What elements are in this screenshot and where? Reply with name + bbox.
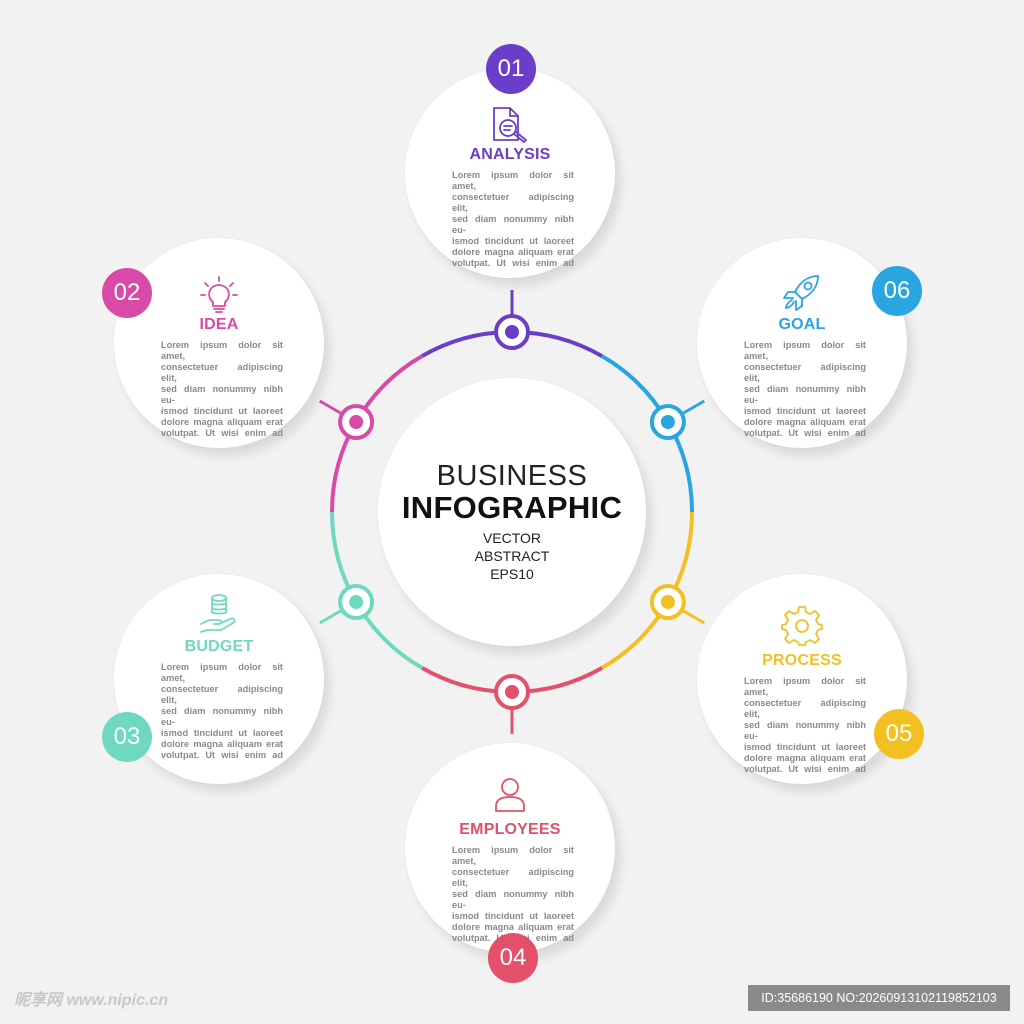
watermark-left: 昵享网 www.nipic.cn: [14, 992, 169, 1009]
ring-node-dot-02: [349, 415, 364, 429]
center-title-block: BUSINESS INFOGRAPHIC VECTOR ABSTRACT EPS…: [378, 378, 646, 646]
step-card-analysis: ANALYSIS Lorem ipsum dolor sit amet, cons…: [405, 68, 615, 278]
ring-node-dot-05: [660, 595, 675, 609]
step-number-badge-06: 06: [872, 266, 922, 316]
step-title: EMPLOYEES: [459, 821, 561, 838]
center-title-line1: BUSINESS: [436, 460, 588, 492]
step-number-badge-03: 03: [102, 712, 152, 762]
ring-node-dot-01: [505, 325, 519, 339]
coins-hand-icon: [197, 592, 241, 636]
step-card-budget: BUDGET Lorem ipsum dolor sit amet, consec…: [114, 574, 324, 784]
gear-icon: [780, 604, 824, 648]
step-number-badge-01: 01: [486, 44, 536, 94]
step-number-badge-02: 02: [102, 268, 152, 318]
center-subtitle: VECTOR ABSTRACT EPS10: [474, 530, 550, 582]
watermark-id: ID:35686190 NO:20260913102119852103: [748, 985, 1010, 1011]
rocket-icon: [780, 270, 824, 314]
ring-node-dot-04: [505, 685, 519, 699]
step-card-idea: IDEA Lorem ipsum dolor sit amet, consecte…: [114, 238, 324, 448]
step-card-process: PROCESS Lorem ipsum dolor sit amet, conse…: [697, 574, 907, 784]
step-title: BUDGET: [184, 638, 254, 655]
step-body-text: Lorem ipsum dolor sit amet, consectetuer…: [161, 340, 283, 438]
center-title-line2: INFOGRAPHIC: [401, 490, 623, 525]
step-card-goal: GOAL Lorem ipsum dolor sit amet, consecte…: [697, 238, 907, 448]
step-body-text: Lorem ipsum dolor sit amet, consectetuer…: [744, 676, 866, 774]
lightbulb-icon: [197, 274, 241, 318]
step-card-employees: EMPLOYEES Lorem ipsum dolor sit amet, con…: [405, 743, 615, 953]
step-title: ANALYSIS: [469, 146, 551, 163]
step-title: GOAL: [778, 316, 826, 333]
step-body-text: Lorem ipsum dolor sit amet, consectetuer…: [161, 662, 283, 760]
step-title: PROCESS: [762, 652, 842, 669]
ring-node-dot-06: [660, 415, 675, 429]
step-body-text: Lorem ipsum dolor sit amet, consectetuer…: [744, 340, 866, 438]
step-body-text: Lorem ipsum dolor sit amet, consectetuer…: [452, 845, 574, 943]
center-circle: [378, 378, 646, 646]
node-layer: [338, 314, 686, 710]
step-number-badge-04: 04: [488, 933, 538, 983]
step-body-text: Lorem ipsum dolor sit amet, consectetuer…: [452, 170, 574, 268]
step-number-badge-05: 05: [874, 709, 924, 759]
ring-node-dot-03: [349, 595, 364, 609]
document-search-icon: [488, 104, 532, 148]
step-title: IDEA: [199, 316, 239, 333]
person-icon: [488, 773, 532, 817]
